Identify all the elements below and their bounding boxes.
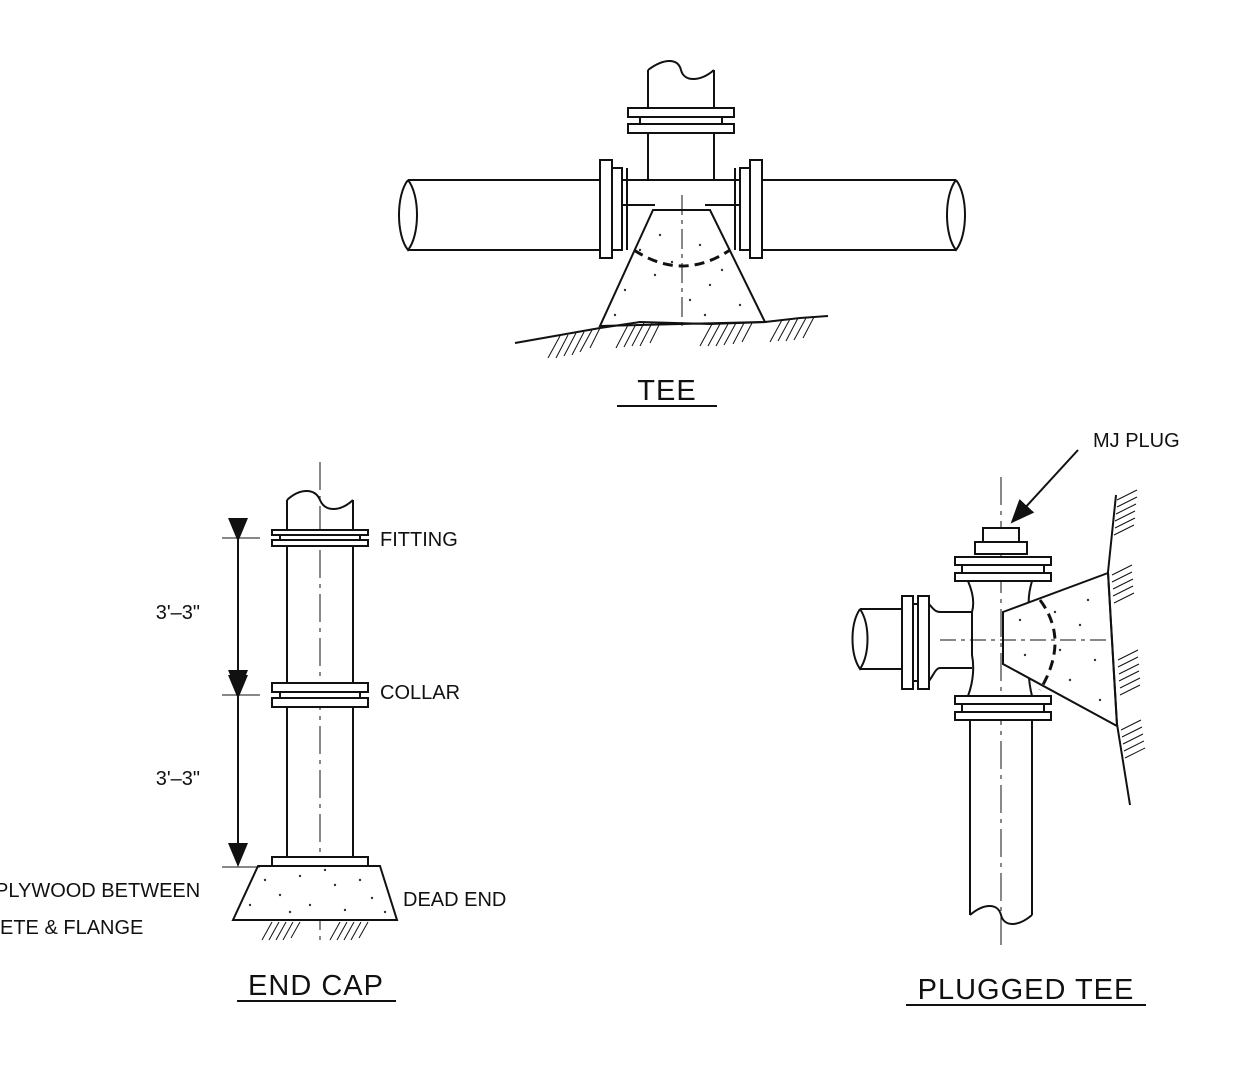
fitting-label: FITTING xyxy=(380,529,458,551)
plywood-label-line1: PLYWOOD BETWEEN xyxy=(0,880,200,902)
tee-fitting xyxy=(599,159,763,259)
collar-label: COLLAR xyxy=(380,682,460,704)
plugged-tee-run xyxy=(954,580,1052,925)
mj-plug-label: MJ PLUG xyxy=(1093,430,1180,452)
dimension-upper: 3'–3" xyxy=(156,518,260,694)
dim-upper-label: 3'–3" xyxy=(156,602,200,624)
end-cap-diagram: 3'–3" 3'–3" FITTING COLLAR DEAD END PLYW… xyxy=(0,462,506,1002)
end-cap-title: END CAP xyxy=(248,970,384,1002)
mj-plug xyxy=(954,527,1052,582)
mj-plug-callout: MJ PLUG xyxy=(1010,430,1180,524)
dimension-lower: 3'–3" xyxy=(156,675,260,868)
dim-lower-label: 3'–3" xyxy=(156,768,200,790)
end-cap-thrust-block xyxy=(231,865,399,941)
dead-end-flange xyxy=(271,856,369,867)
plugged-tee-title: PLUGGED TEE xyxy=(918,974,1135,1006)
dead-end-label: DEAD END xyxy=(403,889,506,911)
collar-flange xyxy=(271,682,369,708)
plugged-tee-diagram: MJ PLUG PLUGGED TEE xyxy=(851,430,1180,1006)
tee-ground xyxy=(514,315,829,359)
tee-branch-pipe xyxy=(627,60,735,180)
tee-title: TEE xyxy=(637,375,696,407)
fitting-flange xyxy=(271,529,369,547)
plywood-label-line2: ETE & FLANGE xyxy=(0,917,143,939)
tee-main-pipe xyxy=(398,179,966,252)
plugged-tee-wall xyxy=(1106,489,1146,806)
tee-diagram: TEE xyxy=(398,60,966,407)
end-cap-pipe xyxy=(286,490,354,857)
plugged-tee-branch xyxy=(851,595,972,690)
